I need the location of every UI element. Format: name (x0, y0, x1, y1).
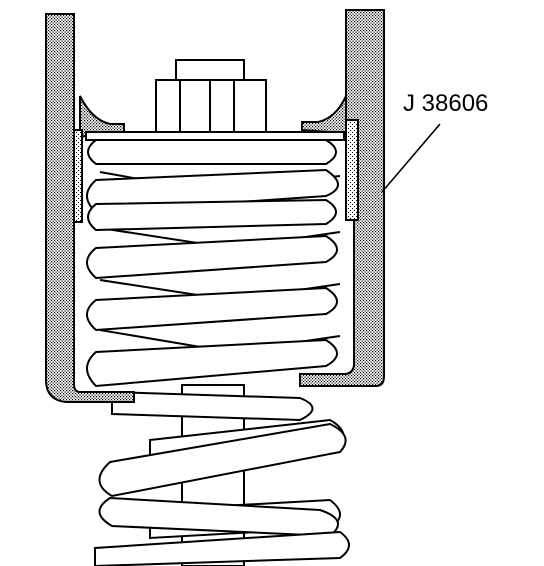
upper-spring-coil (86, 338, 338, 388)
upper-spring-coil (86, 286, 338, 332)
compressor-tool-body (45, 9, 385, 403)
strut-mount-top (175, 59, 245, 81)
upper-spring-coil (86, 234, 338, 280)
upper-spring (86, 139, 341, 388)
lower-spring-coil (94, 530, 350, 566)
lower-spring (94, 384, 350, 566)
lower-spring-coil (98, 422, 347, 498)
tool-right-sleeve (345, 119, 359, 221)
callout-leader-line (381, 123, 441, 193)
upper-spring-coil (86, 168, 339, 214)
upper-spring-coil (87, 198, 337, 232)
strut-mount-block-divider (179, 80, 235, 132)
lower-spring-coil (111, 390, 314, 422)
tool-right-wall (299, 9, 385, 387)
tool-callout-label: J 38606 (403, 90, 489, 117)
upper-plate (85, 131, 345, 141)
tool-left-sleeve (73, 129, 83, 223)
strut-upper-mount (85, 59, 345, 141)
upper-spring-coil (87, 139, 337, 165)
